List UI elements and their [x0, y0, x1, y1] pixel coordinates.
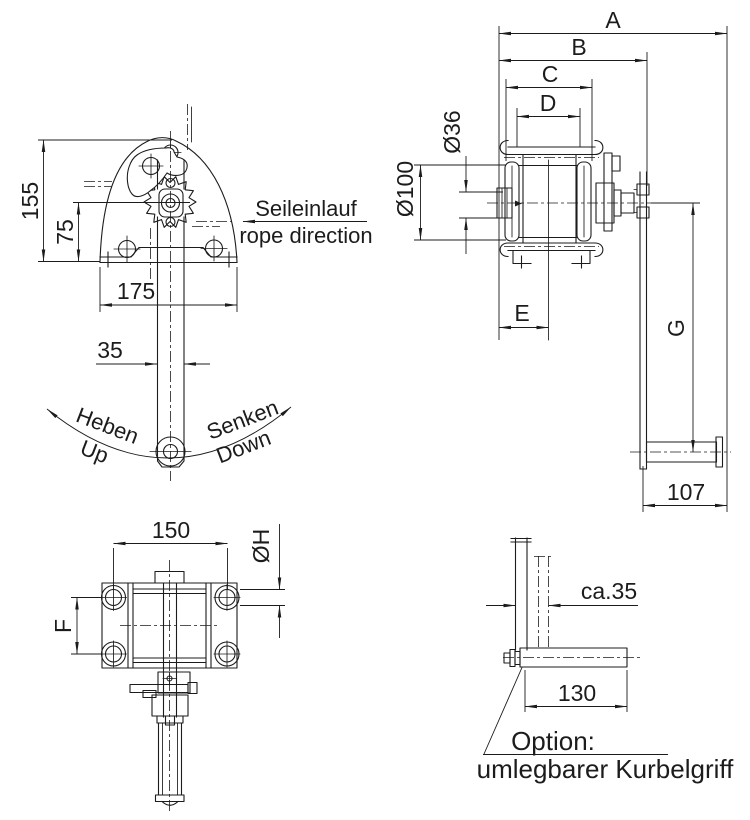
handle-shaft-top	[129, 570, 198, 806]
mounting-holes-top	[100, 584, 241, 668]
dim-label-107: 107	[667, 479, 705, 505]
dimension-e: E	[498, 300, 549, 330]
dimension-155: 155	[17, 139, 172, 262]
dim-label-130: 130	[558, 680, 596, 706]
dim-label-175: 175	[117, 278, 155, 304]
base-plate-edge	[99, 246, 238, 268]
option-note-title: Option:	[511, 726, 595, 756]
hand-grip-side	[630, 436, 731, 468]
ratchet-gear-teeth	[143, 176, 197, 228]
dimension-dia36: Ø36	[439, 110, 503, 254]
dimension-107: 107	[642, 466, 728, 512]
option-note-text: umlegbarer Kurbelgriff	[477, 754, 735, 784]
dimension-35: 35	[96, 337, 210, 366]
rope-direction-label-de: Seileinlauf	[255, 196, 357, 221]
dimension-150: 150	[113, 517, 228, 589]
top-view: 150 F ØH	[50, 517, 285, 813]
centerline-marks-front	[84, 181, 232, 280]
dim-label-35: 35	[97, 337, 123, 363]
dimension-f: F	[50, 597, 101, 655]
crank-arm-side	[639, 171, 648, 470]
axle-center-mark	[515, 200, 522, 207]
pawl-pivot-hole	[138, 153, 164, 179]
dim-label-dia-h: ØH	[248, 529, 274, 564]
mounting-feet	[512, 249, 591, 269]
dim-label-150: 150	[152, 517, 190, 543]
drum-flange-right	[576, 161, 592, 242]
dimension-c: C	[505, 61, 593, 161]
lift-label-en: Up	[77, 435, 112, 468]
dim-label-f: F	[50, 619, 76, 633]
dim-label-d: D	[540, 90, 557, 116]
drum-core	[518, 164, 578, 239]
dim-label-a: A	[605, 7, 621, 33]
dim-label-b: B	[571, 34, 586, 60]
option-view: ca.35 130 Option: umlegbarer Kurbelgriff	[477, 537, 735, 784]
dimension-g: G	[651, 202, 700, 453]
dimension-175: 175	[99, 267, 238, 312]
side-view: A B C D Ø36 Ø100 E	[392, 7, 731, 512]
handle-bar	[503, 647, 640, 668]
leader-line	[483, 667, 668, 755]
dimension-a: A	[498, 7, 728, 512]
dimension-ca35: ca.35	[486, 578, 638, 608]
rope-direction-callout: Seileinlauf rope direction	[239, 196, 372, 248]
gear-hub-assembly	[595, 152, 650, 232]
axle-stub	[496, 187, 522, 219]
rope-direction-label-en: rope direction	[239, 223, 372, 248]
dim-label-ca35: ca.35	[581, 578, 637, 604]
dimension-d: D	[516, 90, 581, 147]
upright-handle	[510, 537, 532, 651]
option-note: Option: umlegbarer Kurbelgriff	[477, 667, 735, 784]
dimension-dia-h: ØH	[240, 524, 285, 638]
dim-label-155: 155	[17, 182, 43, 220]
dimension-130: 130	[524, 670, 628, 712]
pivot-bolt	[503, 648, 521, 668]
dim-label-g: G	[663, 319, 689, 337]
housing-outline	[99, 137, 238, 263]
dimension-dia100: Ø100	[392, 161, 506, 241]
mounting-hole-front-left	[113, 235, 141, 263]
dimension-75: 75	[52, 202, 190, 262]
rotation-direction-arc: Heben Up Senken Down	[46, 395, 292, 468]
dimension-b: B	[498, 34, 648, 186]
dim-label-c: C	[542, 61, 559, 87]
crank-bolt-lower	[636, 206, 650, 219]
mounting-hole-front-right	[200, 235, 228, 262]
frame-bottom-flange	[499, 242, 604, 269]
dim-label-75: 75	[52, 219, 78, 245]
dim-label-e: E	[514, 300, 529, 326]
front-view: 155 75 175 35 Seileinlauf rope direction…	[17, 104, 373, 481]
dim-label-dia36: Ø36	[439, 110, 465, 153]
frame-side-plates	[522, 153, 577, 244]
folded-handle-phantom	[534, 556, 553, 648]
frame-top-flange	[499, 139, 604, 158]
dim-label-dia100: Ø100	[392, 161, 418, 217]
